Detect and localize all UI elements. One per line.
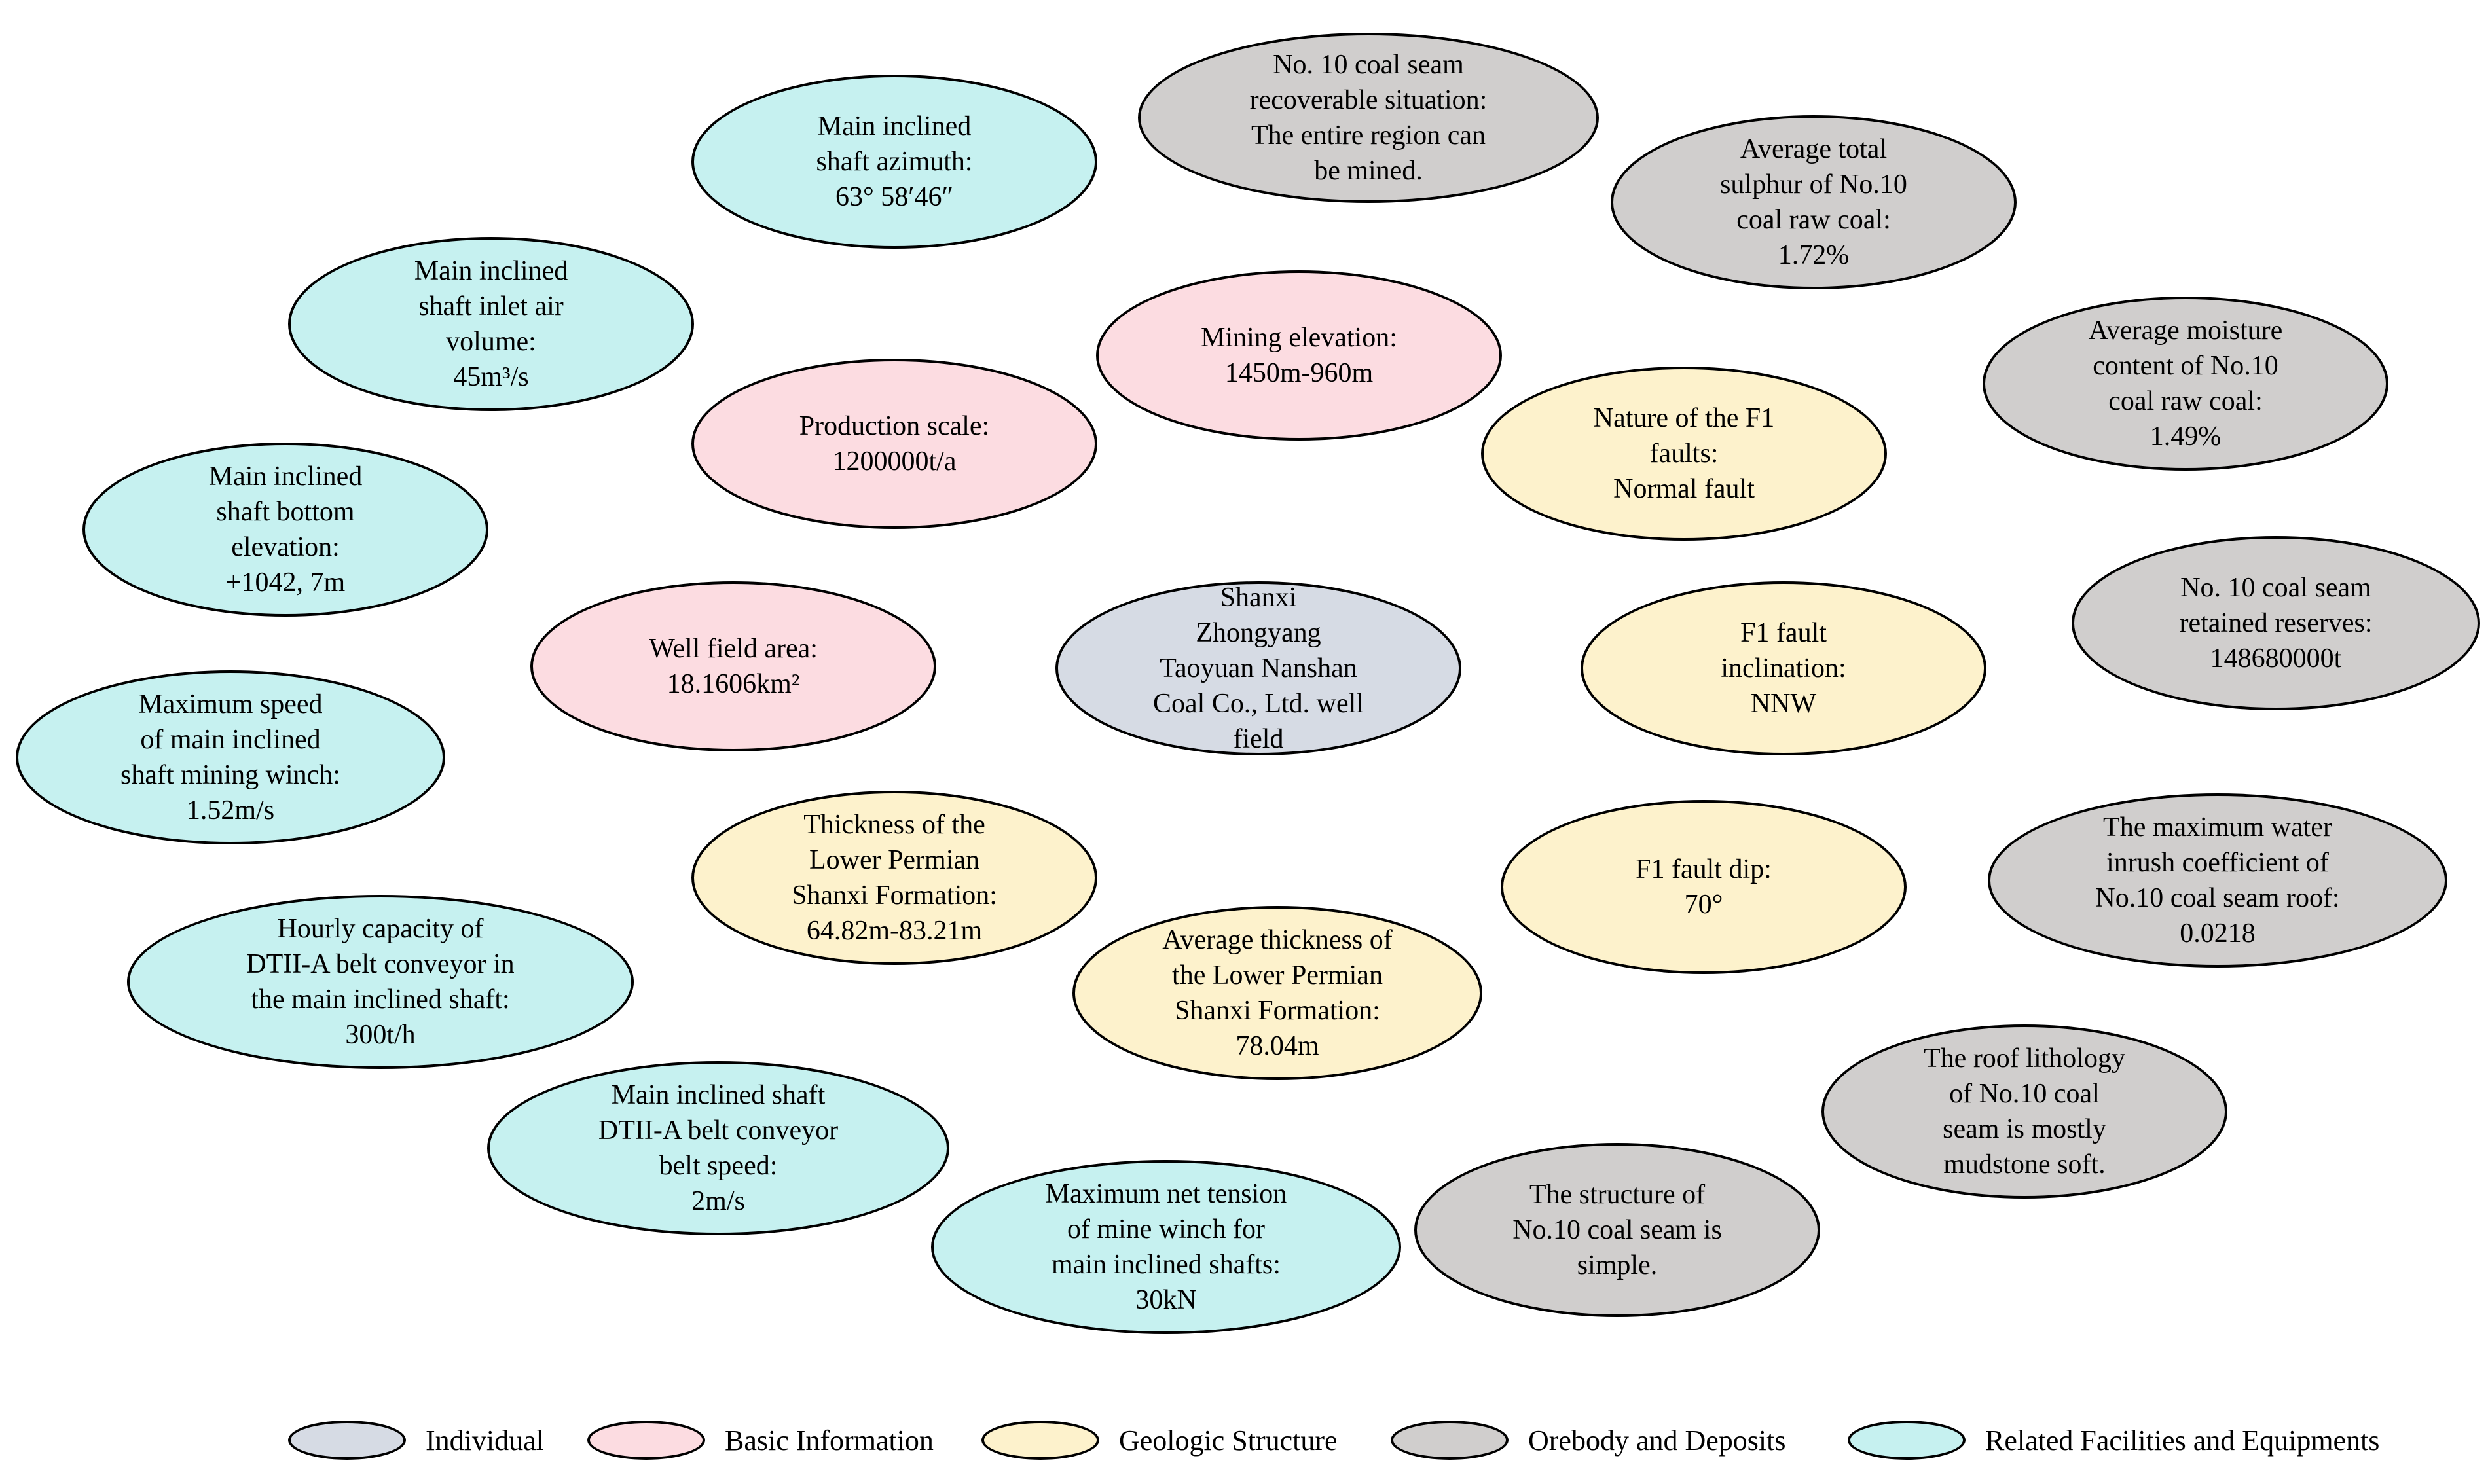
node-inlet-air: Main inclined shaft inlet air volume: 45…	[288, 237, 694, 411]
node-seam-structure: The structure of No.10 coal seam is simp…	[1414, 1143, 1820, 1317]
legend-item-facilities: Related Facilities and Equipments	[1848, 1417, 2379, 1463]
node-sulphur: Average total sulphur of No.10 coal raw …	[1611, 115, 2017, 289]
node-f1-dip: F1 fault dip: 70°	[1501, 800, 1907, 974]
legend-item-orebody: Orebody and Deposits	[1391, 1417, 1786, 1463]
node-well-field: Shanxi Zhongyang Taoyuan Nanshan Coal Co…	[1055, 581, 1461, 755]
node-text: The structure of No.10 coal seam is simp…	[1512, 1180, 1722, 1280]
node-text: Mining elevation: 1450m-960m	[1201, 323, 1397, 388]
node-f1-inclination: F1 fault inclination: NNW	[1581, 581, 1986, 755]
node-text: F1 fault inclination: NNW	[1721, 618, 1846, 719]
node-belt-speed: Main inclined shaft DTII-A belt conveyor…	[487, 1061, 949, 1235]
legend-swatch	[288, 1421, 406, 1460]
node-text: Main inclined shaft bottom elevation: +1…	[208, 461, 363, 598]
node-text: Shanxi Zhongyang Taoyuan Nanshan Coal Co…	[1153, 583, 1364, 754]
node-water-inrush: The maximum water inrush coefficient of …	[1988, 793, 2447, 968]
node-text: Hourly capacity of DTII-A belt conveyor …	[246, 914, 515, 1050]
legend-label: Individual	[426, 1424, 544, 1457]
legend-label: Orebody and Deposits	[1528, 1424, 1786, 1457]
legend-item-individual: Individual	[288, 1417, 544, 1463]
node-text: The roof lithology of No.10 coal seam is…	[1924, 1043, 2125, 1180]
node-reserves: No. 10 coal seam retained reserves: 1486…	[2072, 536, 2480, 710]
node-text: No. 10 coal seam recoverable situation: …	[1249, 50, 1488, 186]
node-text: F1 fault dip: 70°	[1636, 854, 1772, 920]
node-shaft-azimuth: Main inclined shaft azimuth: 63° 58′46″	[691, 75, 1097, 249]
node-text: Average thickness of the Lower Permian S…	[1162, 925, 1393, 1061]
legend-label: Related Facilities and Equipments	[1985, 1424, 2380, 1457]
node-belt-capacity: Hourly capacity of DTII-A belt conveyor …	[127, 895, 634, 1069]
node-well-field-area: Well field area: 18.1606km²	[530, 581, 936, 751]
node-text: Main inclined shaft azimuth: 63° 58′46″	[816, 111, 973, 212]
legend-swatch	[1391, 1421, 1509, 1460]
node-production-scale: Production scale: 1200000t/a	[691, 359, 1097, 529]
node-recoverable: No. 10 coal seam recoverable situation: …	[1138, 33, 1599, 203]
legend-swatch	[981, 1421, 1099, 1460]
node-text: Main inclined shaft DTII-A belt conveyor…	[598, 1080, 839, 1216]
node-moisture: Average moisture content of No.10 coal r…	[1983, 297, 2388, 471]
legend-swatch	[587, 1421, 705, 1460]
node-text: Thickness of the Lower Permian Shanxi Fo…	[792, 810, 997, 946]
node-shanxi-avg-thickness: Average thickness of the Lower Permian S…	[1072, 906, 1482, 1080]
node-text: The maximum water inrush coefficient of …	[2095, 812, 2340, 949]
node-roof-lithology: The roof lithology of No.10 coal seam is…	[1821, 1024, 2227, 1199]
node-text: No. 10 coal seam retained reserves: 1486…	[2179, 573, 2373, 674]
legend-label: Geologic Structure	[1119, 1424, 1338, 1457]
legend-swatch	[1848, 1421, 1966, 1460]
node-text: Average moisture content of No.10 coal r…	[2088, 316, 2283, 452]
node-mining-elevation: Mining elevation: 1450m-960m	[1096, 270, 1502, 441]
legend-item-basic: Basic Information	[587, 1417, 934, 1463]
node-text: Maximum net tension of mine winch for ma…	[1045, 1179, 1287, 1315]
legend-item-geologic: Geologic Structure	[981, 1417, 1338, 1463]
node-text: Main inclined shaft inlet air volume: 45…	[414, 256, 568, 392]
node-text: Well field area: 18.1606km²	[649, 634, 818, 699]
legend-label: Basic Information	[725, 1424, 934, 1457]
node-text: Nature of the F1 faults: Normal fault	[1593, 403, 1775, 504]
node-winch-speed: Maximum speed of main inclined shaft min…	[16, 670, 445, 844]
node-text: Maximum speed of main inclined shaft min…	[120, 689, 340, 825]
node-text: Average total sulphur of No.10 coal raw …	[1720, 134, 1907, 270]
node-shanxi-thickness: Thickness of the Lower Permian Shanxi Fo…	[691, 791, 1097, 965]
node-bottom-elevation: Main inclined shaft bottom elevation: +1…	[82, 443, 488, 617]
node-f1-nature: Nature of the F1 faults: Normal fault	[1481, 367, 1887, 541]
node-text: Production scale: 1200000t/a	[799, 411, 990, 477]
node-winch-tension: Maximum net tension of mine winch for ma…	[931, 1160, 1401, 1334]
